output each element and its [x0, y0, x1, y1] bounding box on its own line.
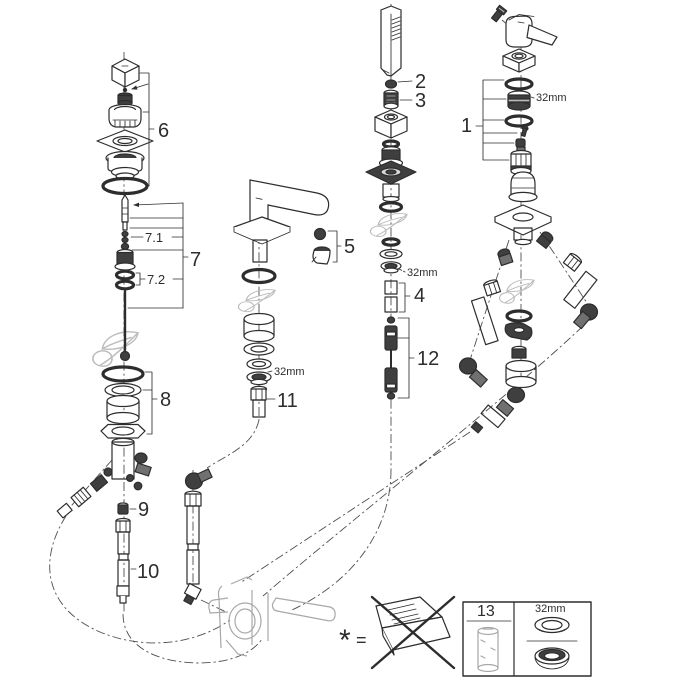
callout-4: 4: [414, 285, 425, 307]
spout-assembly: 5 32mm 11: [183, 179, 355, 606]
legend-box: 13 32mm: [462, 601, 592, 677]
hand-shower-assembly: 2 3: [365, 5, 439, 400]
installed-faucet-preview: [208, 576, 336, 657]
part-11-stack: 32mm 11: [243, 312, 305, 418]
eco-leaf-icon: [237, 288, 276, 313]
hose-left-branch: [458, 248, 514, 388]
callout-bracket-8: 8: [142, 371, 171, 435]
shower-holder-cube: 32mm: [365, 109, 438, 279]
size-label-shower: 32mm: [407, 267, 438, 279]
callout-bracket-6: 6: [139, 72, 169, 187]
part-8-stack: [100, 365, 146, 439]
callout-bracket-7: 7.1 7.2 7: [127, 202, 201, 309]
eco-leaf-icon: [498, 279, 535, 304]
callout-7-2: 7.2: [147, 272, 165, 287]
legend-ring-top-icon: [534, 616, 570, 634]
handle-cap-cube: [502, 48, 536, 73]
part-10-hose: 10: [115, 517, 159, 604]
spout-supply-elbow-hose: [183, 468, 213, 606]
part-5: 5: [311, 227, 355, 265]
callout-9: 9: [138, 499, 149, 521]
callout-12: 12: [417, 348, 439, 370]
asterisk-symbol: *: [339, 624, 351, 657]
callout-11: 11: [277, 390, 298, 412]
part-7-stack: [114, 194, 136, 362]
size-label-spout: 32mm: [274, 366, 305, 378]
handle-screw: [490, 4, 508, 23]
callout-7-1: 7.1: [145, 230, 163, 245]
legend-size-label: 32mm: [535, 603, 566, 615]
left-valve-assembly: 6 7.1 7.2 7: [56, 58, 201, 604]
spout: [233, 179, 330, 285]
callout-5: 5: [344, 236, 355, 258]
callout-7: 7: [190, 249, 201, 271]
lever-handle: [505, 14, 558, 48]
callout-3: 3: [415, 90, 426, 112]
hose-center-branch: [470, 309, 537, 434]
size-label-handle: 32mm: [536, 92, 567, 104]
part-6-stack: [96, 58, 154, 196]
part-9: 9: [117, 499, 149, 521]
hand-shower: [380, 5, 402, 77]
not-included-footnote: * =: [339, 595, 456, 670]
eco-leaf-icon: [369, 212, 408, 238]
eco-leaf-icon: [92, 331, 139, 367]
callout-10: 10: [137, 561, 159, 583]
callout-bracket-1: 1: [461, 79, 518, 161]
callout-8: 8: [160, 389, 171, 411]
callout-6: 6: [158, 120, 169, 142]
legend-part-13: 13: [477, 603, 495, 620]
mixer-handle-assembly: 32mm 1: [458, 4, 599, 434]
not-included-box-icon: [370, 595, 456, 670]
left-valve-body: [56, 437, 152, 519]
part-2: 2: [384, 71, 426, 93]
hose-right-branch: [535, 231, 599, 330]
socket-tool-icon: [477, 626, 499, 673]
callout-2: 2: [415, 71, 426, 93]
callout-1: 1: [461, 115, 472, 137]
part-1-stack: 32mm: [504, 77, 567, 176]
right-valve-body: [494, 171, 552, 246]
part-3: 3: [383, 89, 426, 112]
equals-symbol: =: [356, 630, 367, 650]
legend-ring-bottom-icon: [534, 647, 570, 670]
part-12-rod: 12: [384, 316, 439, 400]
part-4-rods: 4: [384, 280, 425, 313]
